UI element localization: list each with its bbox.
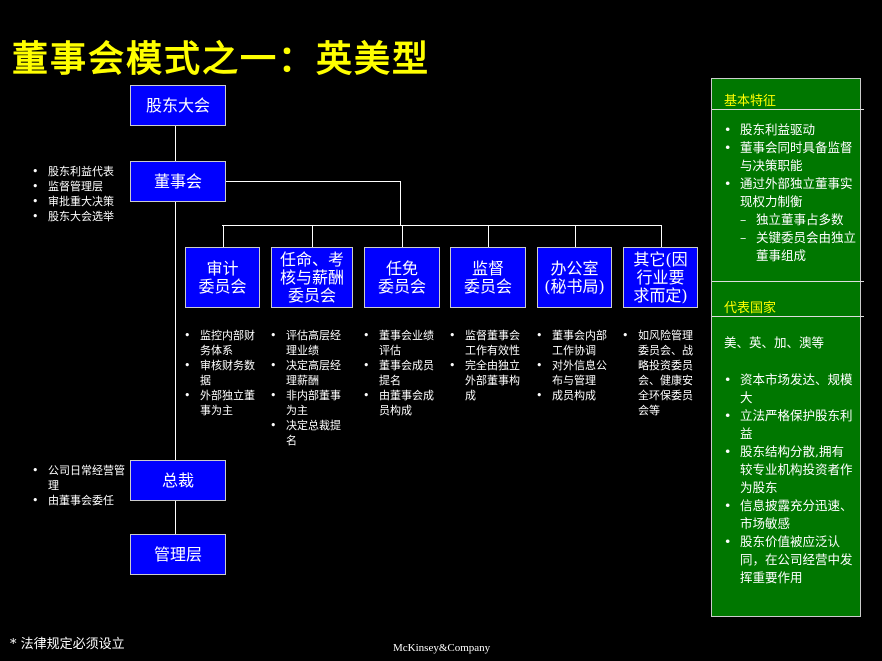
list-item: 股东利益驱动 xyxy=(724,121,856,139)
list-item: 董事会内部工作协调 xyxy=(536,328,608,358)
committee-box: 任免 委员会 xyxy=(364,247,440,308)
list-item: 监控内部财务体系 xyxy=(184,328,256,358)
connector xyxy=(660,225,662,247)
list-item: 信息披露充分迅速、市场敏感 xyxy=(724,497,856,533)
ceo-notes: 公司日常经营管理由董事会委任 xyxy=(32,463,128,508)
committee-box: 其它(因 行业要 求而定) xyxy=(623,247,698,308)
list-item: 董事会业绩评估 xyxy=(363,328,435,358)
board-box: 董事会 xyxy=(130,161,226,202)
connector xyxy=(175,125,176,534)
list-item: 资本市场发达、规模大 xyxy=(724,371,856,407)
features-list: 股东利益驱动董事会同时具备监督与决策职能通过外部独立董事实现权力制衡独立董事占多… xyxy=(724,121,856,265)
management-box: 管理层 xyxy=(130,534,226,575)
committee-box: 任命、考 核与薪酬 委员会 xyxy=(271,247,353,308)
committee-box: 监督 委员会 xyxy=(450,247,526,308)
list-item: 完全由独立外部董事构成 xyxy=(449,358,521,403)
list-item: 股东结构分散,拥有较专业机构投资者作为股东 xyxy=(724,443,856,497)
list-item: 由董事会委任 xyxy=(32,493,128,508)
list-item: 董事会成员提名 xyxy=(363,358,435,388)
list-item: 决定高层经理薪酬 xyxy=(270,358,342,388)
list-item: 股东价值被应泛认同，在公司经营中发挥重要作用 xyxy=(724,533,856,587)
list-item: 非内部董事为主 xyxy=(270,388,342,418)
committee-duties: 评估高层经理业绩决定高层经理薪酬非内部董事为主决定总裁提名 xyxy=(270,328,342,448)
list-item: 关键委员会由独立董事组成 xyxy=(724,229,856,265)
list-item: 如风险管理委员会、战略投资委员会、健康安全环保委员会等 xyxy=(622,328,702,418)
features-panel: 基本特征 股东利益驱动董事会同时具备监督与决策职能通过外部独立董事实现权力制衡独… xyxy=(711,78,864,617)
committee-box: 审计 委员会 xyxy=(185,247,260,308)
reasons-list: 资本市场发达、规模大立法严格保护股东利益股东结构分散,拥有较专业机构投资者作为股… xyxy=(724,371,856,587)
list-item: 决定总裁提名 xyxy=(270,418,342,448)
divider xyxy=(712,316,864,317)
divider xyxy=(712,281,864,282)
list-item: 外部独立董事为主 xyxy=(184,388,256,418)
connector xyxy=(574,225,576,247)
list-item: 股东大会选举 xyxy=(32,209,114,224)
committee-duties: 监督董事会工作有效性完全由独立外部董事构成 xyxy=(449,328,521,403)
connector xyxy=(400,181,401,225)
connector xyxy=(402,225,403,247)
connector xyxy=(222,225,224,247)
board-notes: 股东利益代表监督管理层审批重大决策股东大会选举 xyxy=(32,164,114,224)
list-item: 监督董事会工作有效性 xyxy=(449,328,521,358)
countries-title: 代表国家 xyxy=(724,301,777,316)
committee-duties: 监控内部财务体系审核财务数据外部独立董事为主 xyxy=(184,328,256,418)
company-logo: McKinsey&Company xyxy=(393,642,491,654)
list-item: 审核财务数据 xyxy=(184,358,256,388)
slide-title: 董事会模式之一：英美型 xyxy=(12,38,431,80)
list-item: 公司日常经营管理 xyxy=(32,463,128,493)
countries-text: 美、英、加、澳等 xyxy=(724,335,825,350)
connector xyxy=(225,181,401,182)
list-item: 成员构成 xyxy=(536,388,608,403)
list-item: 董事会同时具备监督与决策职能 xyxy=(724,139,856,175)
list-item: 监督管理层 xyxy=(32,179,114,194)
committee-duties: 董事会内部工作协调对外信息公布与管理成员构成 xyxy=(536,328,608,403)
footnote: * 法律规定必须设立 xyxy=(10,637,125,652)
features-title: 基本特征 xyxy=(724,94,777,109)
list-item: 股东利益代表 xyxy=(32,164,114,179)
list-item: 立法严格保护股东利益 xyxy=(724,407,856,443)
divider xyxy=(712,109,864,110)
agm-box: 股东大会 xyxy=(130,85,226,126)
connector xyxy=(312,225,313,247)
connector xyxy=(222,225,661,226)
list-item: 对外信息公布与管理 xyxy=(536,358,608,388)
committee-duties: 如风险管理委员会、战略投资委员会、健康安全环保委员会等 xyxy=(622,328,702,418)
committee-duties: 董事会业绩评估董事会成员提名由董事会成员构成 xyxy=(363,328,435,418)
list-item: 独立董事占多数 xyxy=(724,211,856,229)
list-item: 审批重大决策 xyxy=(32,194,114,209)
list-item: 由董事会成员构成 xyxy=(363,388,435,418)
list-item: 评估高层经理业绩 xyxy=(270,328,342,358)
connector xyxy=(488,225,489,247)
list-item: 通过外部独立董事实现权力制衡 xyxy=(724,175,856,211)
ceo-box: 总裁 xyxy=(130,460,226,501)
committee-box: 办公室 (秘书局) xyxy=(537,247,612,308)
